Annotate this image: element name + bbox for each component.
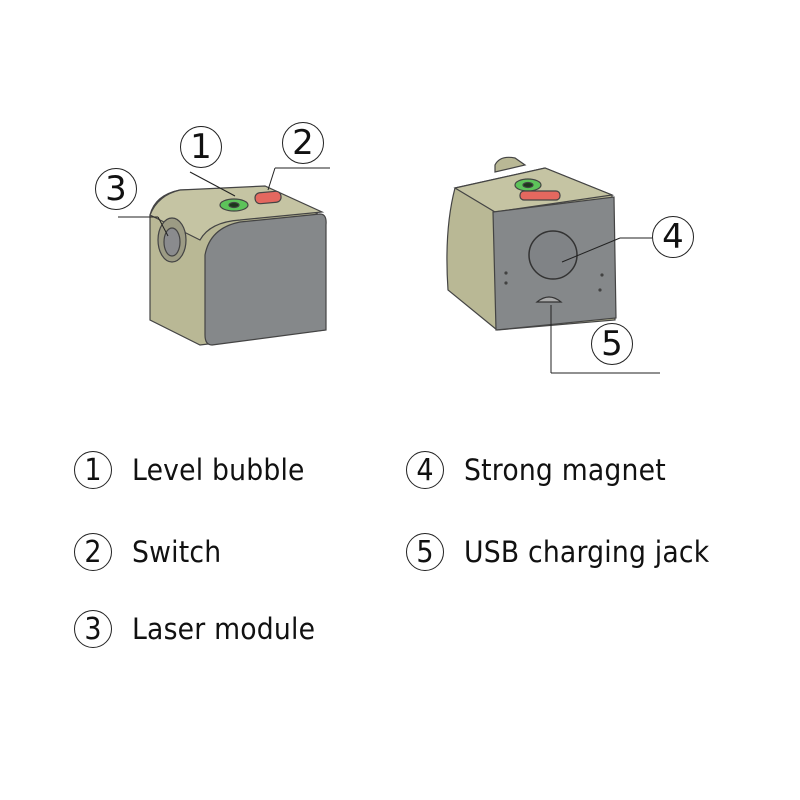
legend-item-usb-charging-jack: 5 USB charging jack [406,533,731,571]
legend-label: Laser module [132,612,316,646]
callout-5: 5 [591,323,633,365]
callout-2: 2 [282,122,324,164]
leader-lines-front [118,167,330,237]
legend-item-level-bubble: 1 Level bubble [74,451,320,489]
leader-lines-rear [550,237,660,374]
legend-number: 2 [74,533,112,571]
legend-item-laser-module: 3 Laser module [74,610,331,648]
legend-label: USB charging jack [464,535,710,569]
callout-1: 1 [180,126,222,168]
legend-label: Strong magnet [464,453,666,487]
legend-number: 1 [74,451,112,489]
legend-item-switch: 2 Switch [74,533,229,571]
callout-4: 4 [652,216,694,258]
legend-item-strong-magnet: 4 Strong magnet [406,451,683,489]
device-rear-view [446,156,617,331]
legend-number: 3 [74,610,112,648]
device-front-view [149,185,327,346]
legend-number: 5 [406,533,444,571]
legend-label: Switch [132,535,222,569]
legend-number: 4 [406,451,444,489]
legend-label: Level bubble [132,453,305,487]
callout-3: 3 [95,168,137,210]
